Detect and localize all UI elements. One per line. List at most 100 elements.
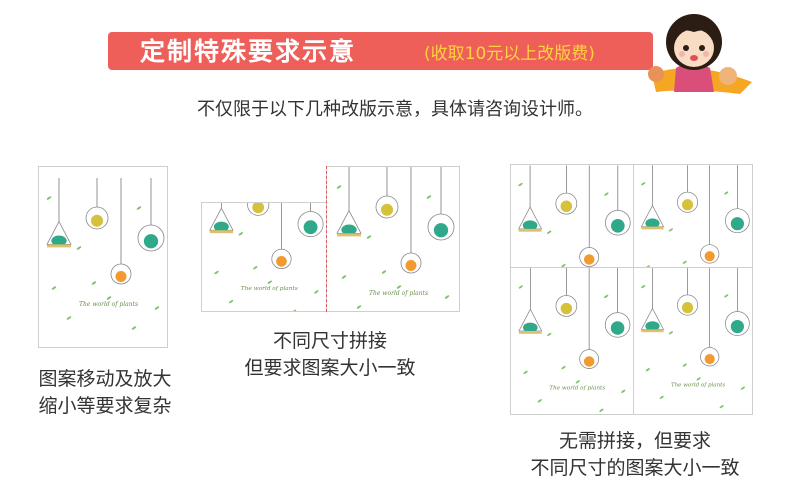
example-3-caption: 无需拼接，但要求 不同尺寸的图案大小一致 [490, 428, 780, 482]
leaf-fleck [426, 195, 432, 199]
glass-terrarium [700, 244, 720, 264]
sand-base [209, 230, 234, 234]
succulent [213, 221, 229, 232]
artwork-caption: The world of plants [369, 290, 428, 297]
stitch-seam [326, 166, 327, 312]
succulent [90, 214, 104, 227]
artwork-caption: The world of plants [549, 385, 605, 391]
title-banner [108, 32, 653, 70]
leaf-fleck [154, 306, 160, 310]
leaf-fleck [518, 285, 523, 289]
succulent [645, 321, 660, 331]
succulent [405, 260, 417, 271]
caption-line: 无需拼接，但要求 [558, 430, 711, 452]
leaf-fleck [547, 230, 552, 234]
succulent [583, 254, 595, 265]
glass-terrarium [400, 252, 422, 274]
succulent [341, 224, 357, 236]
caption-line: 不同尺寸拼接 [272, 330, 387, 352]
example-2-panel-right: The world of plants [326, 166, 460, 312]
succulent [704, 251, 715, 262]
leaf-fleck [621, 389, 626, 393]
leaf-fleck [537, 399, 542, 403]
succulent [583, 356, 595, 367]
caption-line: 缩小等要求复杂 [38, 395, 172, 417]
succulent [523, 322, 538, 333]
leaf-fleck [66, 316, 72, 320]
leaf-fleck [51, 286, 57, 290]
plant-artwork: The world of plants [640, 165, 750, 267]
plant-artwork: The world of plants [46, 178, 165, 330]
leaf-fleck [682, 260, 687, 264]
glass-terrarium [725, 311, 750, 336]
glass-terrarium [555, 295, 578, 317]
leaf-fleck [46, 196, 52, 200]
subtitle: 不仅限于以下几种改版示意，具体请咨询设计师。 [197, 99, 593, 120]
leaf-fleck [291, 309, 297, 311]
glass-terrarium [604, 312, 631, 338]
glass-terrarium [247, 203, 270, 216]
leaf-fleck [659, 395, 664, 399]
glass-terrarium [85, 206, 109, 230]
glass-terrarium [677, 294, 699, 316]
leaf-fleck [238, 232, 243, 236]
succulent [681, 199, 694, 211]
plant-artwork: The world of plants [640, 268, 750, 409]
succulent [730, 319, 744, 334]
succulent [51, 235, 67, 247]
succulent [143, 234, 159, 249]
artwork-caption: The world of plants [671, 382, 725, 388]
example-1-panel: The world of plants [38, 166, 168, 348]
succulent [276, 256, 287, 267]
plant-artwork: The world of plants [336, 167, 455, 309]
leaf-fleck [136, 206, 142, 210]
leaf-fleck [719, 405, 724, 409]
sand-base [518, 228, 542, 232]
leaf-fleck [561, 366, 566, 370]
example-3-panel-br: The world of plants [633, 267, 753, 415]
glass-terrarium [725, 208, 750, 234]
caption-line: 但要求图案大小一致 [244, 357, 416, 379]
succulent [252, 203, 265, 214]
leaf-fleck [76, 246, 82, 250]
leaf-fleck [682, 363, 687, 367]
leaf-fleck [724, 191, 729, 195]
leaf-fleck [314, 290, 319, 294]
plant-artwork: The world of plants [209, 203, 324, 311]
sand-base [47, 244, 71, 248]
leaf-fleck [267, 280, 272, 284]
banner-fee-note: (收取10元以上改版费) [424, 44, 595, 64]
leaf-fleck [547, 332, 552, 337]
leaf-fleck [604, 294, 609, 299]
artwork-caption: The world of plants [79, 301, 138, 308]
succulent [560, 302, 573, 315]
caption-line: 图案移动及放大 [38, 368, 172, 390]
succulent [433, 223, 449, 238]
leaf-fleck [575, 380, 580, 384]
plant-artwork: The world of plants [518, 268, 631, 412]
leaf-fleck [645, 368, 650, 372]
succulent [610, 321, 625, 335]
sand-base [641, 329, 664, 333]
glass-terrarium [677, 191, 699, 213]
succulent [681, 302, 694, 314]
artwork-caption: The world of plants [241, 286, 298, 292]
glass-terrarium [427, 213, 455, 241]
succulent [704, 354, 715, 365]
example-3-panel-tr: The world of plants [633, 164, 753, 268]
succulent [303, 220, 318, 235]
leaf-fleck [724, 294, 729, 298]
mascot-girl-illustration [648, 14, 752, 94]
glass-terrarium [555, 192, 578, 215]
leaf-fleck [641, 285, 646, 289]
leaf-fleck [668, 228, 673, 232]
leaf-fleck [523, 370, 528, 374]
glass-terrarium [579, 247, 600, 267]
sand-base [337, 233, 361, 237]
leaf-fleck [668, 331, 673, 335]
succulent [611, 219, 625, 233]
leaf-fleck [341, 275, 347, 279]
leaf-fleck [366, 235, 372, 239]
leaf-fleck [561, 264, 566, 267]
leaf-fleck [381, 270, 387, 274]
